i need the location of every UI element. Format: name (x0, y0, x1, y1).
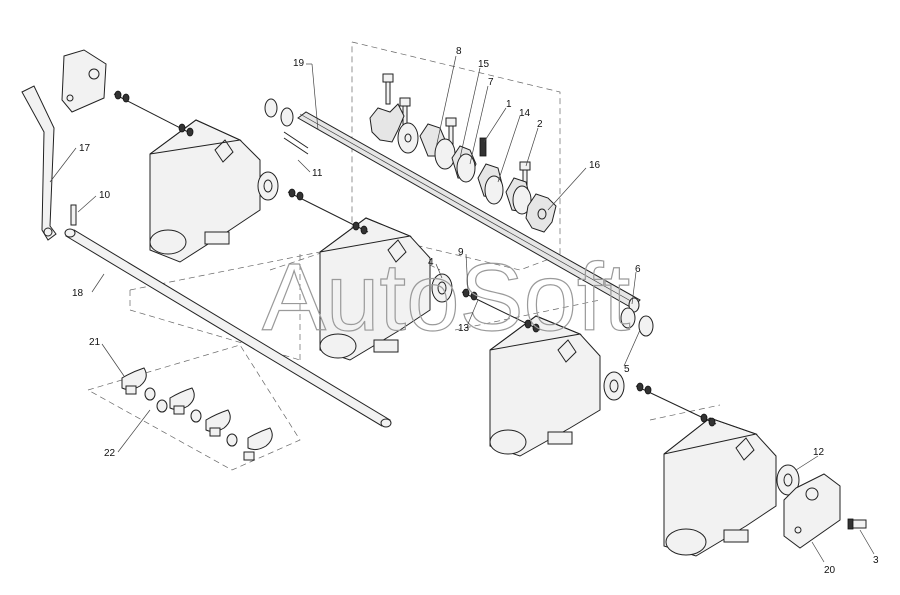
watermark-text: AutoSoft (262, 244, 630, 351)
end-plate-20 (783, 473, 841, 549)
callout-17: 17 (79, 143, 91, 154)
cam-group (121, 367, 273, 461)
callout-5: 5 (624, 364, 630, 375)
gear-assembly (369, 73, 557, 233)
callout-4: 4 (428, 257, 434, 268)
housing-1 (149, 119, 279, 263)
leader-lines (49, 55, 875, 563)
callout-10: 10 (99, 190, 111, 201)
callout-21: 21 (89, 337, 101, 348)
callout-22: 22 (104, 448, 116, 459)
callout-7: 7 (488, 77, 494, 88)
sprocket-16 (525, 193, 557, 233)
bolt-1 (382, 73, 394, 105)
callout-6: 6 (635, 264, 641, 275)
callout-2: 2 (537, 119, 543, 130)
callout-9: 9 (458, 247, 464, 258)
callout-16: 16 (589, 160, 601, 171)
cam-1 (121, 367, 156, 401)
washers-6 (620, 307, 654, 337)
callout-18: 18 (72, 288, 84, 299)
callout-14: 14 (519, 108, 531, 119)
spindle-1 (113, 90, 194, 137)
spindle-4 (635, 382, 717, 427)
cam-2 (156, 387, 202, 423)
callout-11: 11 (312, 168, 323, 179)
spring-14 (479, 137, 487, 157)
washers-top-left (264, 98, 309, 155)
spindle-2 (287, 188, 369, 235)
sprocket-left (369, 103, 405, 143)
housing-3 (489, 315, 625, 457)
callout-8: 8 (456, 46, 462, 57)
housing-4 (663, 417, 800, 557)
callout-1: 1 (506, 99, 512, 110)
spindle-3 (461, 288, 541, 333)
callout-15: 15 (478, 59, 490, 70)
callout-3: 3 (873, 555, 879, 566)
callout-13: 13 (458, 323, 470, 334)
rod-18 (64, 228, 392, 428)
lever-17 (21, 49, 107, 241)
callout-labels: 8 15 7 1 14 2 16 19 11 17 10 18 9 4 13 6… (72, 46, 879, 576)
callout-12: 12 (813, 447, 825, 458)
housing-2 (319, 217, 453, 361)
cam-3 (205, 409, 238, 447)
pin-10 (70, 204, 77, 226)
bolt-3-part (847, 518, 867, 530)
callout-20: 20 (824, 565, 836, 576)
callout-19: 19 (293, 58, 305, 69)
shaft-19 (297, 111, 641, 313)
cam-4 (243, 427, 273, 461)
